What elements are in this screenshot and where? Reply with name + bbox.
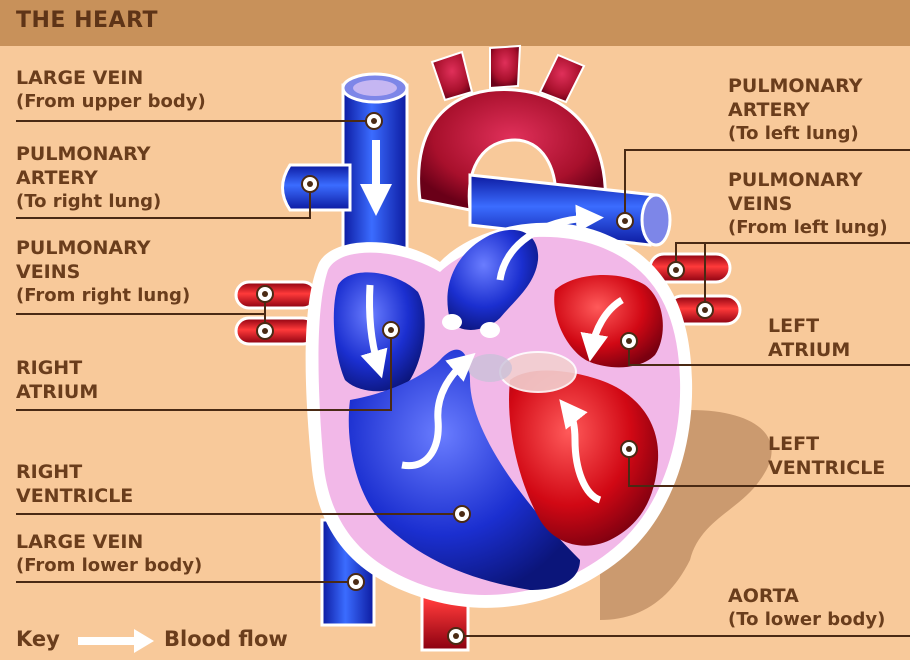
pointer-dot-pulmonary-artery-left: [617, 213, 633, 229]
tricuspid-valve: [468, 354, 512, 382]
label-pulmonary-veins-right-line2: VEINS: [16, 260, 190, 284]
key-blood-flow-label: Blood flow: [164, 627, 288, 651]
label-right-ventricle-line2: VENTRICLE: [16, 484, 133, 508]
label-pulmonary-artery-left-line2: ARTERY: [728, 98, 862, 122]
pointer-dot-pulmonary-veins-left-lower: [697, 302, 713, 318]
aorta-branch-1: [432, 52, 472, 100]
label-pulmonary-veins-left: PULMONARY VEINS (From left lung): [728, 168, 888, 240]
label-large-vein-lower-line1: LARGE VEIN: [16, 530, 202, 554]
label-left-ventricle-line2: VENTRICLE: [768, 456, 885, 480]
pointer-dot-large-vein-upper: [366, 113, 382, 129]
key-label: Key: [16, 627, 60, 651]
label-left-atrium: LEFT ATRIUM: [768, 314, 850, 362]
label-aorta: AORTA (To lower body): [728, 584, 885, 632]
label-pulmonary-artery-right-line3: (To right lung): [16, 190, 161, 214]
pointer-dot-left-atrium: [621, 333, 637, 349]
label-right-ventricle: RIGHT VENTRICLE: [16, 460, 133, 508]
pointer-dot-pulmonary-veins-right-upper: [257, 286, 273, 302]
label-pulmonary-artery-right-line1: PULMONARY: [16, 142, 161, 166]
label-pulmonary-artery-right: PULMONARY ARTERY (To right lung): [16, 142, 161, 214]
label-right-atrium-line1: RIGHT: [16, 356, 98, 380]
label-pulmonary-veins-right-line3: (From right lung): [16, 284, 190, 308]
aorta-branch-3: [540, 55, 584, 102]
label-left-ventricle-line1: LEFT: [768, 432, 885, 456]
label-pulmonary-veins-left-line3: (From left lung): [728, 216, 888, 240]
label-large-vein-upper-line1: LARGE VEIN: [16, 66, 206, 90]
label-large-vein-upper-line2: (From upper body): [16, 90, 206, 114]
label-left-atrium-line2: ATRIUM: [768, 338, 850, 362]
key-arrow-icon: [78, 629, 154, 653]
label-right-atrium: RIGHT ATRIUM: [16, 356, 98, 404]
mitral-valve: [500, 352, 576, 392]
label-pulmonary-veins-right-line1: PULMONARY: [16, 236, 190, 260]
pulmonary-valve-1: [442, 314, 462, 330]
label-right-atrium-line2: ATRIUM: [16, 380, 98, 404]
right-atrium-chamber: [334, 272, 425, 391]
pointer-dot-aorta: [448, 628, 464, 644]
label-large-vein-lower: LARGE VEIN (From lower body): [16, 530, 202, 578]
label-aorta-line1: AORTA: [728, 584, 885, 608]
pointer-dot-pulmonary-veins-left-upper: [668, 262, 684, 278]
large-vein-upper-lumen: [353, 80, 397, 96]
pointer-dot-left-ventricle: [621, 441, 637, 457]
pulmonary-vein-right-lower: [236, 318, 316, 344]
label-left-atrium-line1: LEFT: [768, 314, 850, 338]
aorta-branch-2: [490, 46, 520, 88]
pointer-dot-right-atrium: [383, 322, 399, 338]
pulmonary-vein-right-upper: [236, 282, 316, 308]
pointer-dot-right-ventricle: [454, 506, 470, 522]
label-right-ventricle-line1: RIGHT: [16, 460, 133, 484]
pointer-dot-large-vein-lower: [348, 574, 364, 590]
label-pulmonary-artery-right-line2: ARTERY: [16, 166, 161, 190]
label-pulmonary-artery-left-line3: (To left lung): [728, 122, 862, 146]
label-pulmonary-veins-right: PULMONARY VEINS (From right lung): [16, 236, 190, 308]
label-large-vein-upper: LARGE VEIN (From upper body): [16, 66, 206, 114]
label-pulmonary-artery-left-line1: PULMONARY: [728, 74, 862, 98]
label-large-vein-lower-line2: (From lower body): [16, 554, 202, 578]
label-pulmonary-veins-left-line2: VEINS: [728, 192, 888, 216]
label-pulmonary-veins-left-line1: PULMONARY: [728, 168, 888, 192]
pulmonary-artery-left-opening: [642, 195, 670, 245]
pointer-dot-pulmonary-veins-right-lower: [257, 323, 273, 339]
label-aorta-line2: (To lower body): [728, 608, 885, 632]
label-left-ventricle: LEFT VENTRICLE: [768, 432, 885, 480]
pointer-dot-pulmonary-artery-right: [302, 176, 318, 192]
label-pulmonary-artery-left: PULMONARY ARTERY (To left lung): [728, 74, 862, 146]
pulmonary-valve-2: [480, 322, 500, 338]
